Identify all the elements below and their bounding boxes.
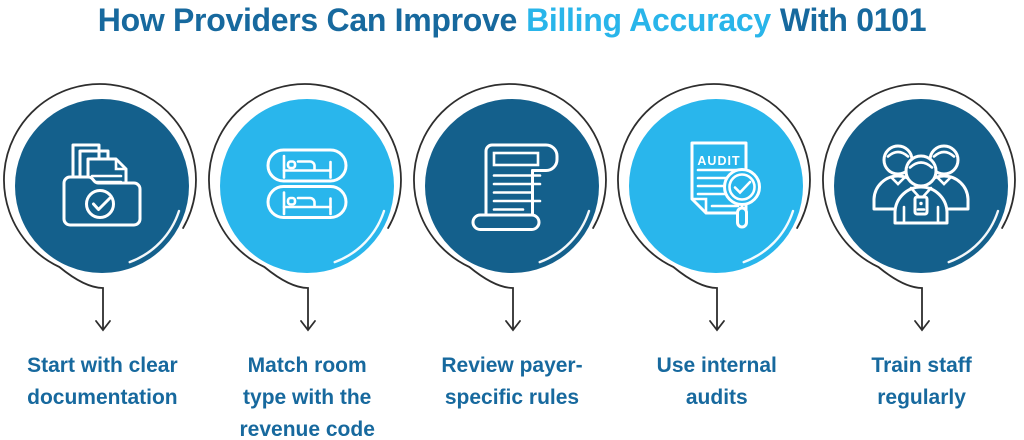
folder-documents-check-icon bbox=[62, 143, 142, 227]
audit-magnifier-icon: AUDIT bbox=[690, 141, 762, 229]
shine-arc bbox=[947, 209, 1000, 264]
step-circle bbox=[424, 99, 599, 273]
step-label: Review payer- specific rules bbox=[441, 354, 583, 409]
down-arrow-icon bbox=[504, 320, 521, 332]
circle-outline bbox=[3, 83, 197, 330]
page-title: How Providers Can Improve Billing Accura… bbox=[0, 0, 1024, 39]
step-train-staff: Train staff regularly bbox=[819, 75, 1024, 440]
step-clear-documentation: Start with clear documentation bbox=[0, 75, 205, 440]
circle-outline bbox=[207, 83, 402, 330]
step-label: Train staff regularly bbox=[871, 354, 972, 409]
staff-team-icon bbox=[872, 144, 970, 225]
step-label: Use internal audits bbox=[656, 354, 777, 409]
down-arrow-icon bbox=[95, 320, 111, 332]
title-suffix: With 0101 bbox=[779, 2, 927, 38]
step-payer-rules: Review payer- specific rules bbox=[410, 75, 615, 440]
svg-text:AUDIT: AUDIT bbox=[698, 154, 741, 168]
shine-arc bbox=[538, 209, 590, 264]
shine-arc bbox=[333, 209, 385, 264]
scroll-document-icon bbox=[471, 143, 558, 231]
steps-row: Start with clear documentation bbox=[0, 75, 1024, 440]
down-arrow-icon bbox=[914, 320, 930, 332]
hospital-beds-icon bbox=[266, 148, 348, 219]
step-graphic bbox=[207, 83, 402, 332]
down-arrow-icon bbox=[709, 320, 726, 332]
step-graphic: AUDIT bbox=[617, 83, 812, 332]
title-accent: Billing Accuracy bbox=[526, 2, 771, 38]
shine-arc bbox=[128, 209, 181, 264]
title-prefix: How Providers Can Improve bbox=[97, 2, 518, 38]
down-arrow-icon bbox=[299, 320, 316, 332]
step-graphic bbox=[3, 83, 197, 332]
step-graphic bbox=[412, 83, 607, 332]
step-internal-audits: AUDIT Use internal audits bbox=[614, 75, 819, 440]
circle-outline bbox=[617, 83, 812, 330]
step-label: Match room type with the revenue code bbox=[239, 354, 375, 440]
step-room-type: Match room type with the revenue code bbox=[205, 75, 410, 440]
step-graphic bbox=[822, 83, 1016, 332]
circle-outline bbox=[412, 83, 607, 330]
circle-outline bbox=[822, 83, 1016, 330]
shine-arc bbox=[742, 209, 795, 264]
step-label: Start with clear documentation bbox=[27, 354, 178, 409]
